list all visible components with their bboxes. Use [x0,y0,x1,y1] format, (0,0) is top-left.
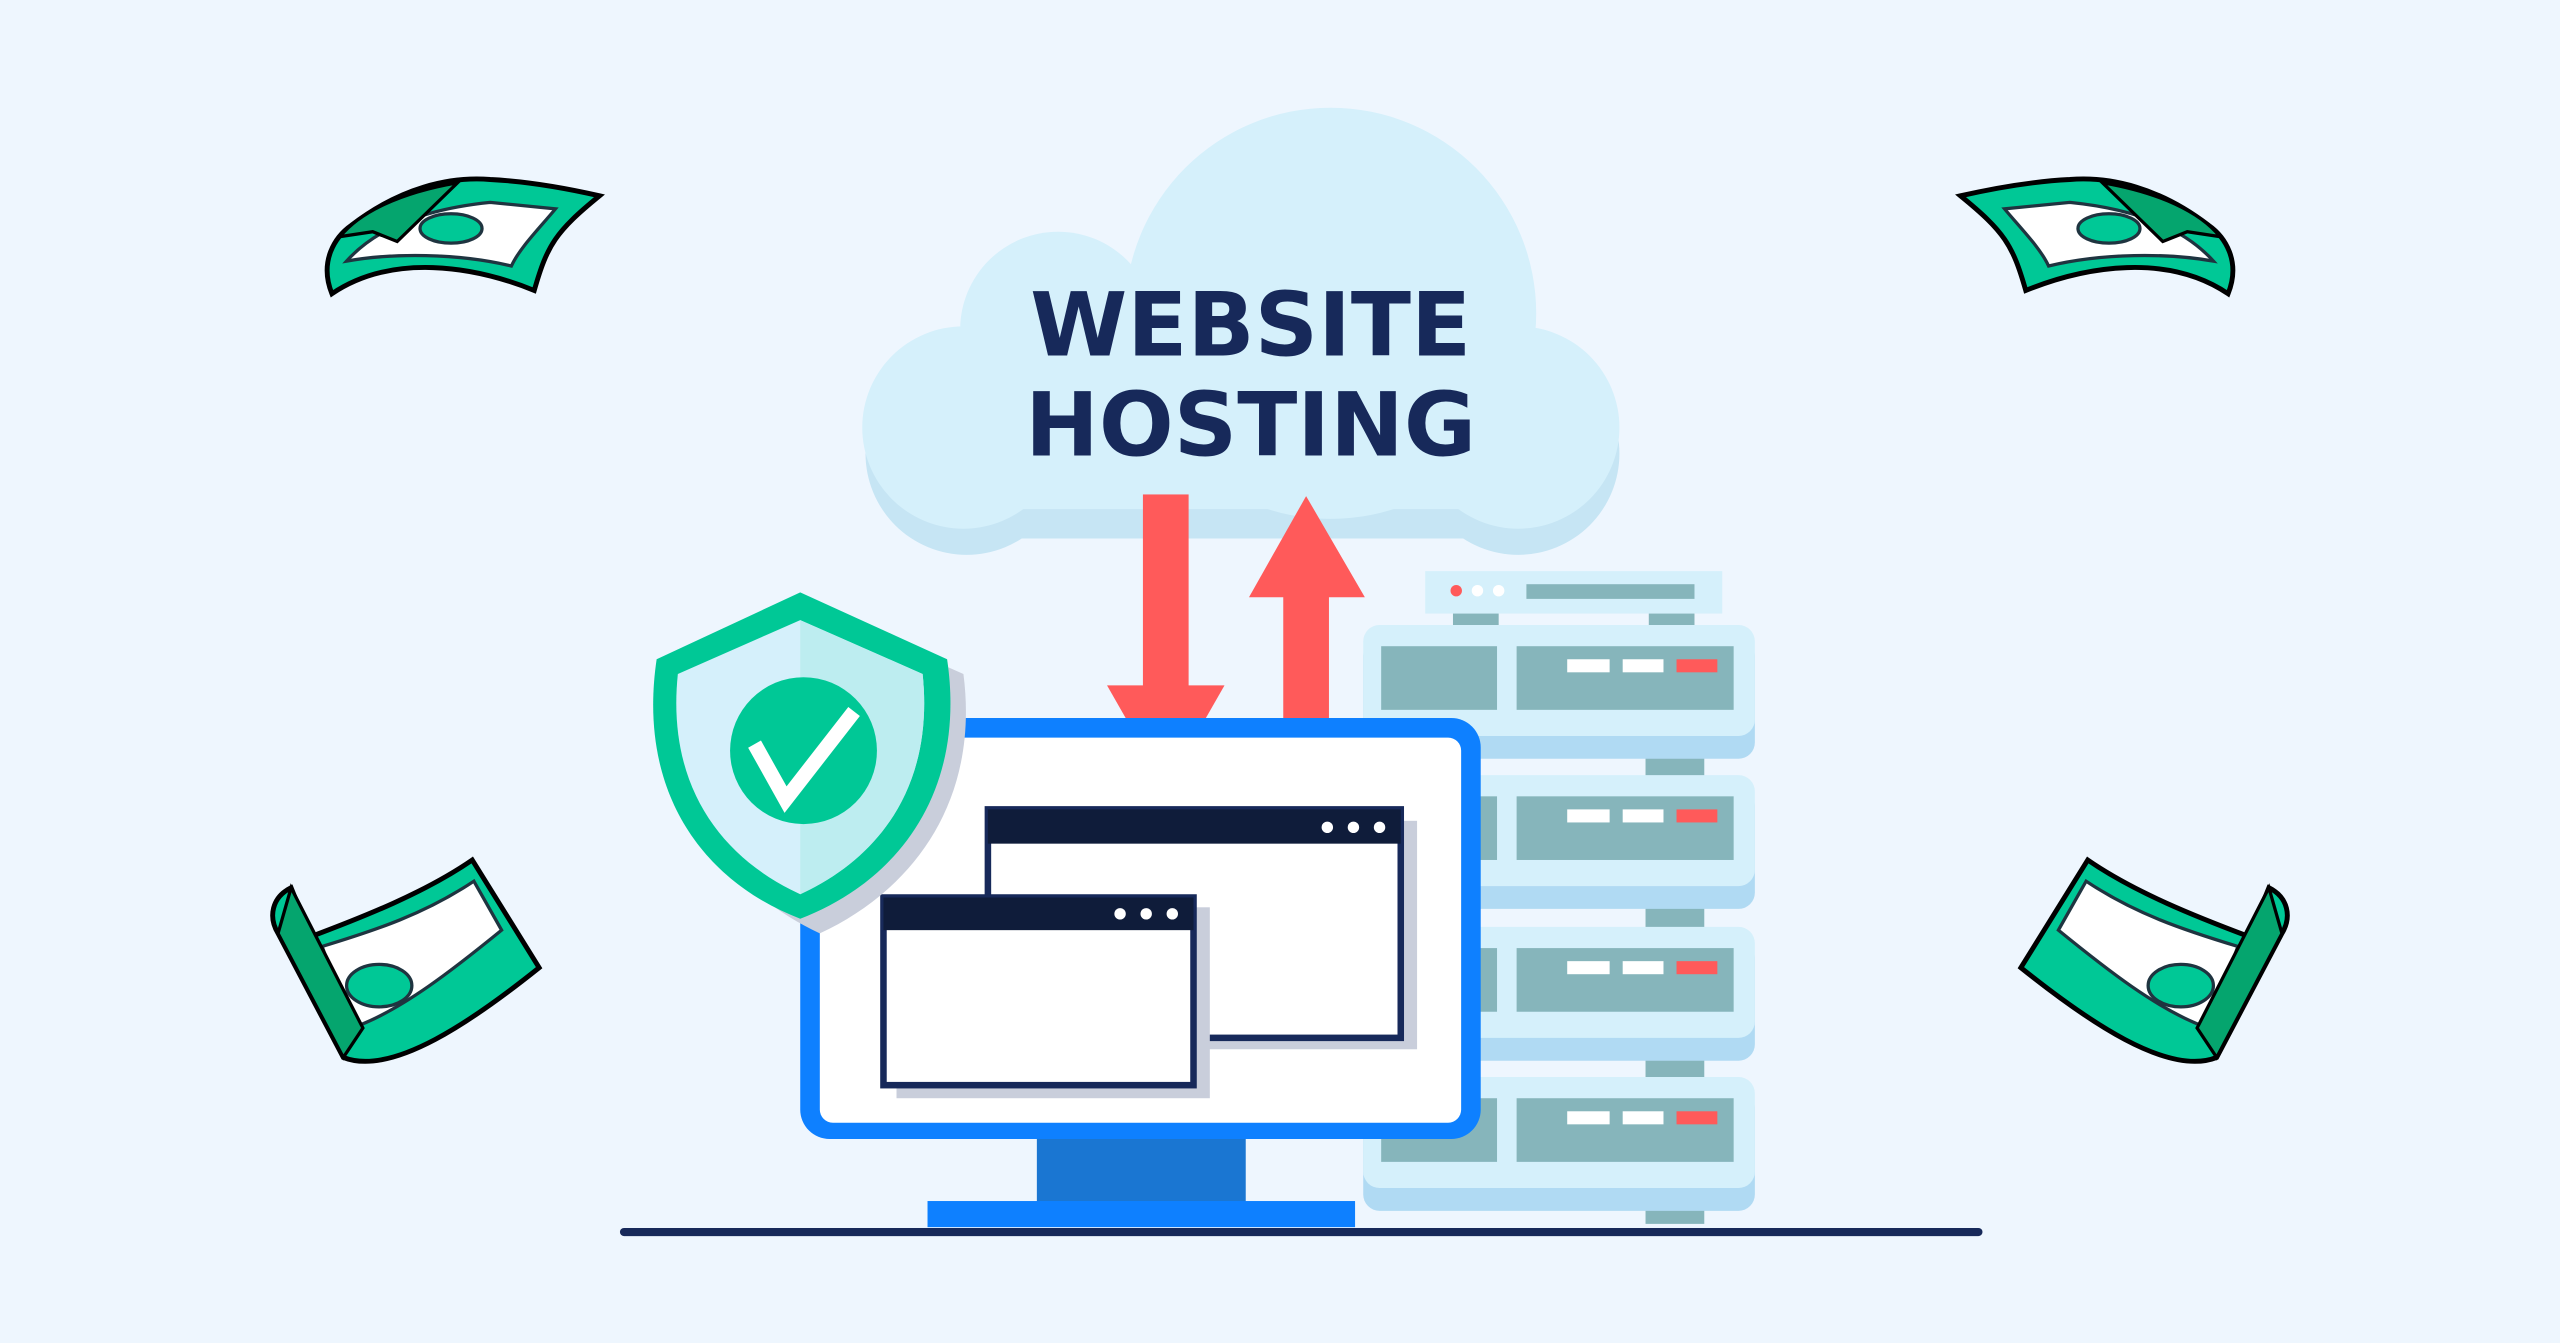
security-shield-icon [653,592,966,934]
money-bill-icon [270,856,543,1064]
cloud-icon: WEBSITE HOSTING [862,107,1620,555]
money-bill-icon [324,176,605,298]
headline-line2: HOSTING [1025,373,1476,476]
monitor-icon [800,718,1481,1228]
upload-arrow-icon [1248,496,1365,727]
headline-line1: WEBSITE [1030,274,1471,377]
server-rack-icon [1363,571,1755,1224]
